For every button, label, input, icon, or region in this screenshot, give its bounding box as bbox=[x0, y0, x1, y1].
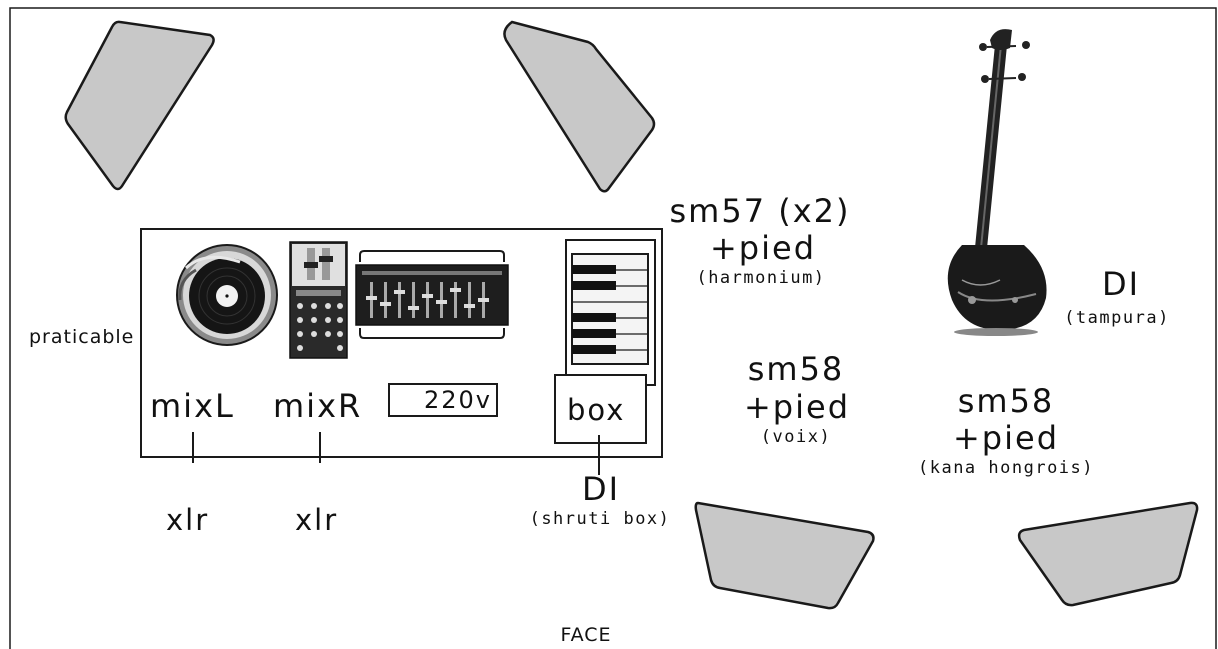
harmonium-mic-label: sm57 (x2) bbox=[669, 192, 851, 230]
monitor-wedge-front-right bbox=[1017, 501, 1199, 607]
harmonium-note: (harmonium) bbox=[696, 268, 826, 288]
monitor-wedge-back-center bbox=[503, 20, 656, 193]
harmonium-stand-label: +pied bbox=[709, 229, 817, 267]
xlr-left-label: xlr bbox=[166, 503, 210, 537]
power-outlet-box bbox=[388, 383, 498, 417]
tampura-icon bbox=[947, 29, 1047, 336]
monitor-wedge-back-left bbox=[64, 20, 215, 191]
rack-mixer-icon bbox=[355, 250, 509, 339]
kana-stand-label: +pied bbox=[952, 419, 1060, 457]
di-shruti-label: DI bbox=[581, 470, 621, 508]
stage-front-label: FACE bbox=[560, 624, 612, 646]
kana-mic-label: sm58 bbox=[957, 382, 1055, 420]
shruti-note: (shruti box) bbox=[529, 509, 671, 529]
xlr-right-label: xlr bbox=[295, 503, 339, 537]
voice-note: (voix) bbox=[760, 427, 832, 447]
keyboard-icon bbox=[565, 239, 656, 386]
monitor-wedge-front-center bbox=[694, 501, 875, 610]
riser-label: praticable bbox=[29, 326, 135, 348]
di-box bbox=[554, 374, 647, 444]
di-tampura-label: DI bbox=[1101, 265, 1141, 303]
voice-mic-label: sm58 bbox=[747, 350, 845, 388]
dj-mixer-icon bbox=[289, 241, 348, 359]
power-label: 220v bbox=[424, 386, 493, 414]
kana-note: (kana hongrois) bbox=[917, 458, 1095, 478]
stage-outline bbox=[9, 7, 1217, 649]
mix-left-label: mixL bbox=[150, 387, 235, 425]
box-label: box bbox=[567, 393, 626, 427]
turntable-icon bbox=[176, 244, 278, 346]
riser bbox=[140, 228, 663, 458]
voice-stand-label: +pied bbox=[743, 388, 851, 426]
mix-right-label: mixR bbox=[273, 387, 363, 425]
tampura-note: (tampura) bbox=[1064, 308, 1170, 328]
